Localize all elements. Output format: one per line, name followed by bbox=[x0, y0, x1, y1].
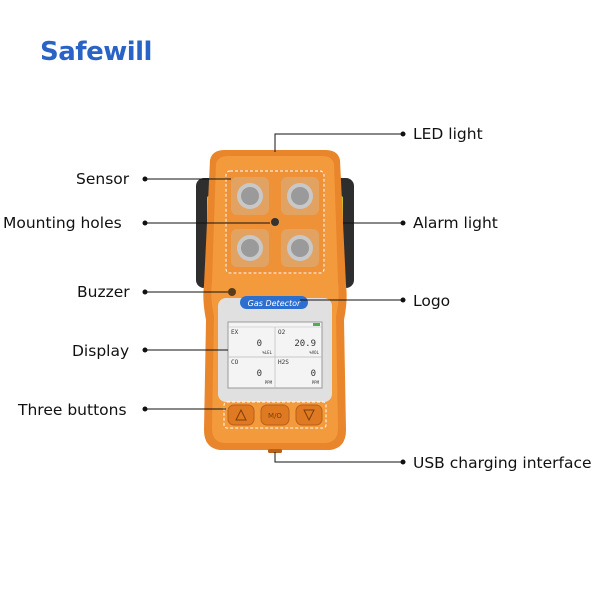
label-display: Display bbox=[72, 342, 129, 360]
cell-unit-2: %VOL bbox=[309, 350, 319, 355]
cell-unit-3: PPM bbox=[265, 380, 273, 385]
mounting-hole bbox=[271, 218, 279, 226]
cell-value-2: 20.9 bbox=[294, 339, 316, 349]
button-mode[interactable]: M/O bbox=[260, 404, 290, 426]
sensor-area-outline bbox=[225, 170, 325, 274]
sensor-bottom-left bbox=[231, 229, 269, 267]
button-up[interactable] bbox=[227, 404, 255, 426]
leader-led-light bbox=[274, 133, 403, 152]
cell-unit-4: PPM bbox=[312, 380, 320, 385]
cell-gas-4: H2S bbox=[278, 359, 289, 366]
label-sensor: Sensor bbox=[76, 170, 130, 188]
label-led-light: LED light bbox=[413, 125, 483, 143]
cell-value-4: 0 bbox=[311, 369, 316, 379]
button-mode-label: M/O bbox=[268, 412, 282, 420]
logo-text: Gas Detector bbox=[248, 299, 301, 308]
up-arrow-icon bbox=[235, 408, 247, 421]
label-alarm-light: Alarm light bbox=[413, 214, 498, 232]
sensor-top-right bbox=[281, 177, 319, 215]
sensor-top-left bbox=[231, 177, 269, 215]
brand-logo: Safewill bbox=[40, 37, 152, 67]
gas-detector-device: Gas Detector EX 0 %LEL O2 20.9 %VOL CO 0… bbox=[196, 150, 354, 453]
buzzer-hole bbox=[228, 288, 236, 296]
label-buzzer: Buzzer bbox=[77, 283, 130, 301]
logo-badge bbox=[240, 296, 308, 309]
cell-value-1: 0 bbox=[257, 339, 262, 349]
label-mounting-holes: Mounting holes bbox=[3, 214, 122, 232]
cell-gas-2: O2 bbox=[278, 329, 286, 336]
button-down[interactable] bbox=[295, 404, 323, 426]
label-three-buttons: Three buttons bbox=[17, 401, 127, 419]
battery-icon bbox=[313, 323, 320, 326]
cell-unit-1: %LEL bbox=[262, 350, 272, 355]
label-usb-charging-interface: USB charging interface bbox=[413, 454, 592, 472]
usb-port bbox=[268, 449, 282, 453]
down-arrow-icon bbox=[303, 409, 315, 422]
cell-gas-3: CO bbox=[231, 359, 239, 366]
sensor-bottom-right bbox=[281, 229, 319, 267]
cell-gas-1: EX bbox=[231, 329, 239, 336]
cell-value-3: 0 bbox=[257, 369, 262, 379]
buttons-area-outline bbox=[223, 401, 327, 429]
leader-usb-charging-interface bbox=[274, 452, 403, 463]
label-logo: Logo bbox=[413, 292, 450, 310]
